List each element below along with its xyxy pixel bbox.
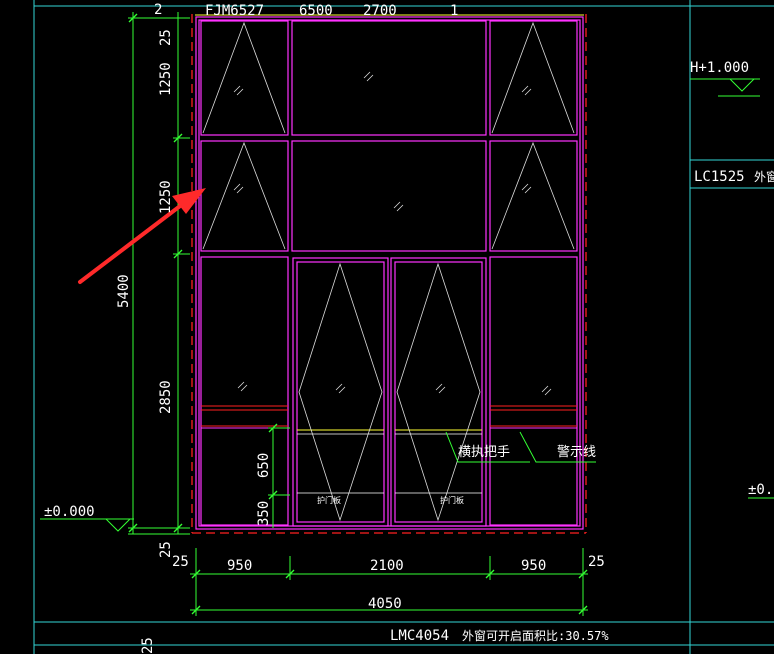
header-v3: 1 [450,3,458,19]
dimension-ticks [128,13,588,615]
dim-overall-h: 4050 [368,596,402,612]
dim-right-edge: 25 [588,554,605,570]
dim-left-edge: 25 [172,554,189,570]
opening-outline [191,14,587,534]
zero-right: ±0.0 [748,482,774,498]
zero-left: ±0.000 [44,504,95,520]
header-code: FJM6527 [205,3,264,19]
level-marker-left [40,518,134,532]
dim-middle: 2100 [370,558,404,574]
dim-right: 950 [521,558,546,574]
footer-bottom-num: 25 [140,637,156,654]
vertical-dimension-lines [128,12,290,535]
dim-350: 350 [256,501,272,526]
dim-r1: 1250 [158,62,174,96]
footer-code: LMC4054 [390,628,449,644]
sheet-border [33,0,774,654]
dim-650: 650 [256,453,272,478]
level-marker-right [690,78,774,499]
red-arrow [78,188,206,284]
header-v1: 6500 [299,3,333,19]
header-left-num: 2 [154,2,162,18]
window-frame [195,16,584,530]
door-label-right: 护门板 [440,495,464,505]
annotation-leaders [445,431,596,463]
dim-r3: 2850 [158,380,174,414]
dim-r2: 1250 [158,180,174,214]
annotation-handle: 横执把手 [458,445,510,460]
horizontal-dimension-lines [190,548,588,616]
opening-indicators [202,21,575,522]
lc-suffix: 外窗 [754,170,774,184]
header-v2: 2700 [363,3,397,19]
side-transoms [201,405,577,427]
footer-ratio: 外窗可开启面积比:30.57% [462,629,609,643]
dim-left: 950 [227,558,252,574]
door-label-left: 护门板 [317,495,341,505]
annotation-warning: 警示线 [557,444,596,460]
dim-top: 25 [158,29,174,46]
dim-bottom: 25 [158,541,174,558]
lc-code: LC1525 [694,169,745,185]
glass-marks [233,71,552,396]
h-level-label: H+1.000 [690,60,749,76]
dim-overall-v: 5400 [116,274,132,308]
